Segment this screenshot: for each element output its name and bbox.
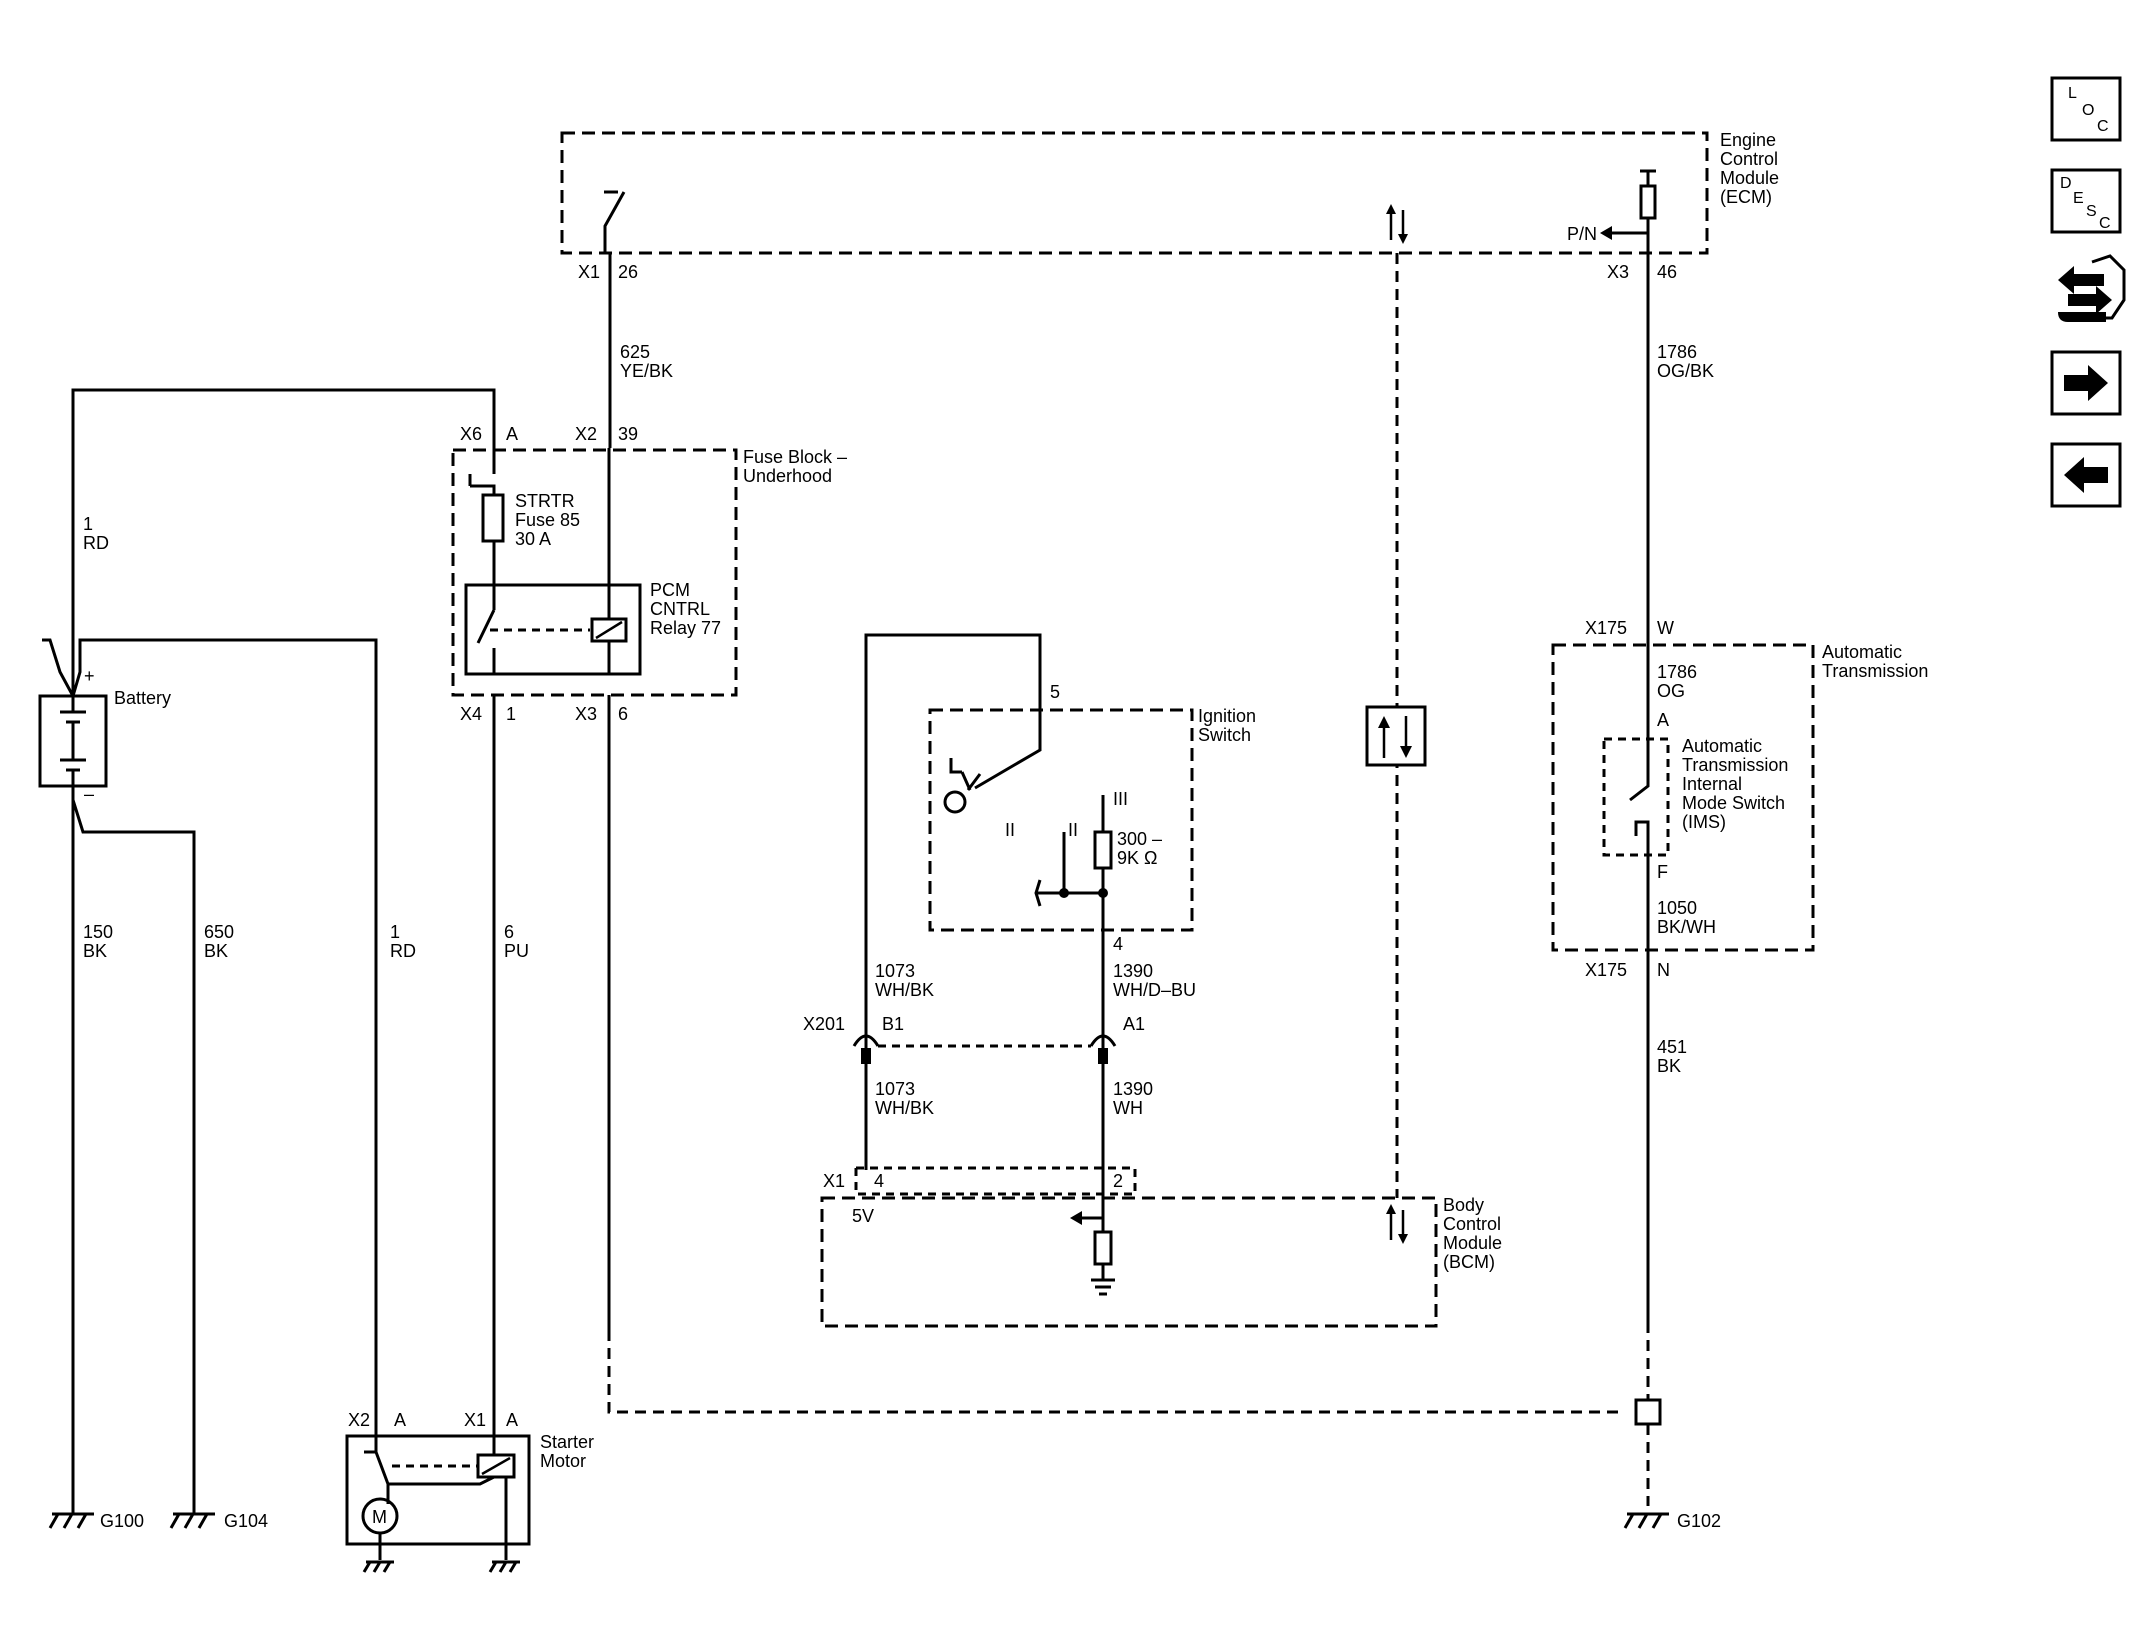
x175-bottom-connector: X175 bbox=[1585, 960, 1627, 980]
battery-minus: – bbox=[84, 784, 94, 804]
starter-x2-connector: X2 bbox=[348, 1410, 370, 1430]
ground-g104: G104 bbox=[169, 1506, 268, 1531]
ign-pin-4: 4 bbox=[1113, 934, 1123, 954]
motor-label: M bbox=[372, 1507, 387, 1527]
x175-top-connector: X175 bbox=[1585, 618, 1627, 638]
arrow-left-icon bbox=[2064, 457, 2108, 493]
ign-position-III: III bbox=[1113, 789, 1128, 809]
bcm-x1-connector: X1 bbox=[823, 1171, 845, 1191]
ign-pin-5: 5 bbox=[1050, 682, 1060, 702]
serial-data-arrows bbox=[1386, 204, 1408, 244]
ign-position-II-b: II bbox=[1068, 820, 1078, 840]
desc-letter-c: C bbox=[2099, 215, 2111, 232]
ims-pin-f: F bbox=[1657, 862, 1668, 882]
x201-pin-a1: A1 bbox=[1123, 1014, 1145, 1034]
pcm-cntrl-relay bbox=[464, 583, 642, 676]
fb-x6-pin: A bbox=[506, 424, 518, 444]
starter-x1-pin: A bbox=[506, 1410, 518, 1430]
ignition-resistor bbox=[1093, 830, 1113, 870]
resistor-label: 300 –9K Ω bbox=[1117, 829, 1162, 868]
pn-label: P/N bbox=[1567, 224, 1597, 244]
battery: Battery + – bbox=[38, 638, 378, 1506]
fb-x2-pin: 39 bbox=[618, 424, 638, 444]
x175-pin-w: W bbox=[1657, 618, 1674, 638]
ground-g102: G102 bbox=[1623, 1511, 1721, 1531]
fb-x4-pin: 1 bbox=[506, 704, 516, 724]
previous-page-button[interactable] bbox=[2050, 442, 2122, 508]
ground-g100: G100 bbox=[48, 1506, 144, 1531]
connector-end-view-icon[interactable] bbox=[2058, 254, 2126, 322]
strtr-fuse bbox=[481, 493, 505, 543]
x201-pin-b1: B1 bbox=[882, 1014, 904, 1034]
x175-pin-n: N bbox=[1657, 960, 1670, 980]
battery-label: Battery bbox=[114, 688, 171, 708]
bcm-pin-2: 2 bbox=[1113, 1171, 1123, 1191]
ecm-x1-pin: 26 bbox=[618, 262, 638, 282]
starter-x1-connector: X1 bbox=[464, 1410, 486, 1430]
desc-letter-d: D bbox=[2060, 175, 2072, 192]
loc-letter-o: O bbox=[2082, 102, 2094, 119]
fb-x2-connector: X2 bbox=[575, 424, 597, 444]
fb-x4-connector: X4 bbox=[460, 704, 482, 724]
bcm-pin-4: 4 bbox=[874, 1171, 884, 1191]
location-button[interactable]: L O C bbox=[2050, 76, 2122, 142]
next-page-button[interactable] bbox=[2050, 350, 2122, 416]
ecm-x3-pin: 46 bbox=[1657, 262, 1677, 282]
starter-x2-pin: A bbox=[394, 1410, 406, 1430]
ign-position-II-a: II bbox=[1005, 820, 1015, 840]
battery-plus: + bbox=[84, 666, 95, 686]
fb-x3-pin: 6 bbox=[618, 704, 628, 724]
bcm-5v-label: 5V bbox=[852, 1206, 874, 1226]
x201-label: X201 bbox=[803, 1014, 845, 1034]
desc-letter-e: E bbox=[2073, 190, 2084, 207]
ground-g100-label: G100 bbox=[100, 1511, 144, 1531]
loc-letter-c: C bbox=[2097, 118, 2109, 135]
desc-letter-s: S bbox=[2086, 203, 2097, 220]
ground-g102-label: G102 bbox=[1677, 1511, 1721, 1531]
fb-x3-connector: X3 bbox=[575, 704, 597, 724]
fuse-block-label: Fuse Block –Underhood bbox=[743, 447, 847, 486]
ecm-x1-connector: X1 bbox=[578, 262, 600, 282]
fb-x6-connector: X6 bbox=[460, 424, 482, 444]
splice-pack bbox=[1634, 1398, 1662, 1426]
loc-letter-l: L bbox=[2068, 85, 2077, 102]
ground-g104-label: G104 bbox=[224, 1511, 268, 1531]
ecm-x3-connector: X3 bbox=[1607, 262, 1629, 282]
serial-data-symbol[interactable] bbox=[1365, 705, 1427, 767]
x201-inline-connector: X201 B1 A1 bbox=[803, 1014, 1145, 1064]
description-button[interactable]: D E S C bbox=[2050, 168, 2122, 234]
ims-pin-a: A bbox=[1657, 710, 1669, 730]
arrow-right-icon bbox=[2064, 365, 2108, 401]
